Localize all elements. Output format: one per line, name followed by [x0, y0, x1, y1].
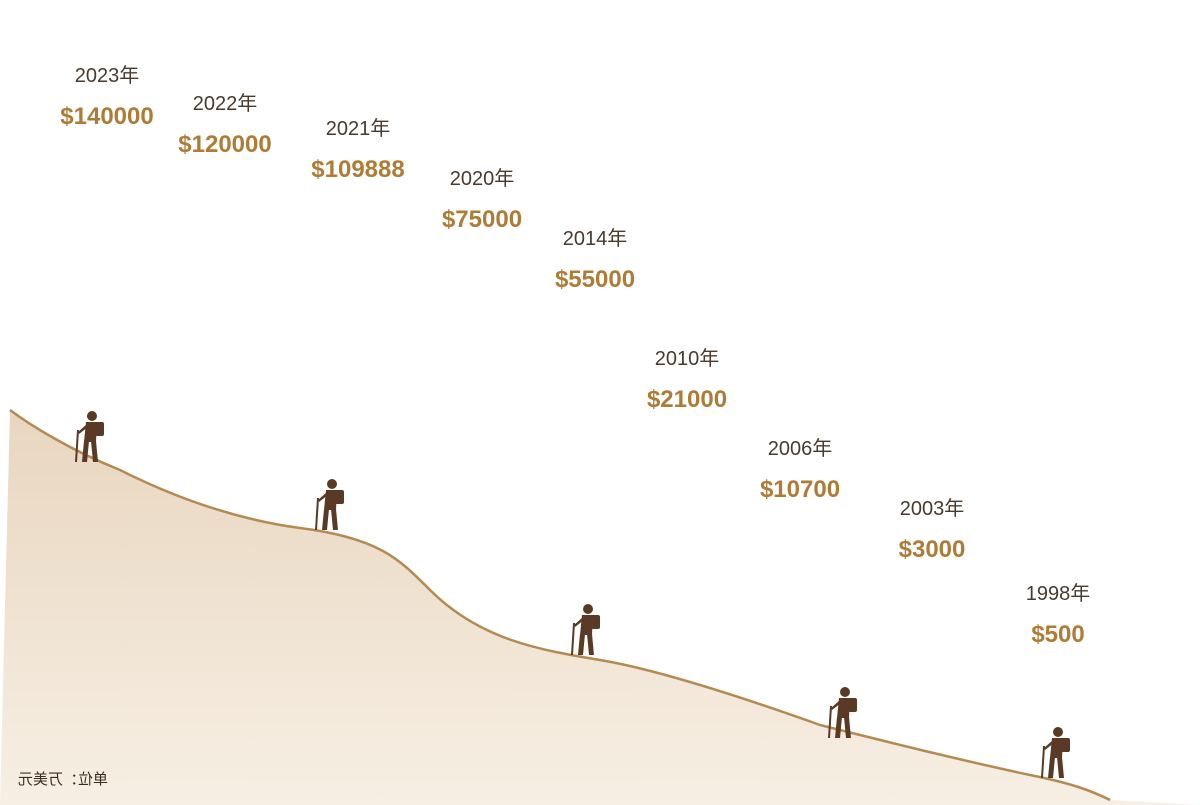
- value-label: $500: [1031, 621, 1084, 648]
- year-label: 2020年: [450, 167, 515, 190]
- data-labels: 1998年 $500 2003年 $3000 2006年 $10700 2010年 $2100…: [60, 64, 1090, 648]
- value-label: $75000: [442, 206, 522, 233]
- value-label: $140000: [60, 103, 153, 130]
- year-label: 2023年: [75, 64, 140, 87]
- year-label: 1998年: [1026, 582, 1091, 605]
- year-label: 2010年: [655, 347, 720, 370]
- value-label: $55000: [555, 266, 635, 293]
- leader-lines: [106, 140, 1059, 710]
- value-label: $3000: [899, 536, 966, 563]
- year-label: 2021年: [326, 117, 391, 140]
- value-label: $21000: [647, 386, 727, 413]
- year-label: 2003年: [900, 497, 965, 520]
- year-label: 2022年: [193, 92, 258, 115]
- value-label: $109888: [311, 156, 404, 183]
- unit-note: 单位：万美元: [18, 771, 108, 788]
- value-label: $120000: [178, 131, 271, 158]
- hill-ridge-line: [9, 408, 1111, 802]
- value-label: $10700: [760, 476, 840, 503]
- hill-area: [0, 410, 1200, 805]
- year-label: 2014年: [563, 227, 628, 250]
- year-label: 2006年: [768, 437, 833, 460]
